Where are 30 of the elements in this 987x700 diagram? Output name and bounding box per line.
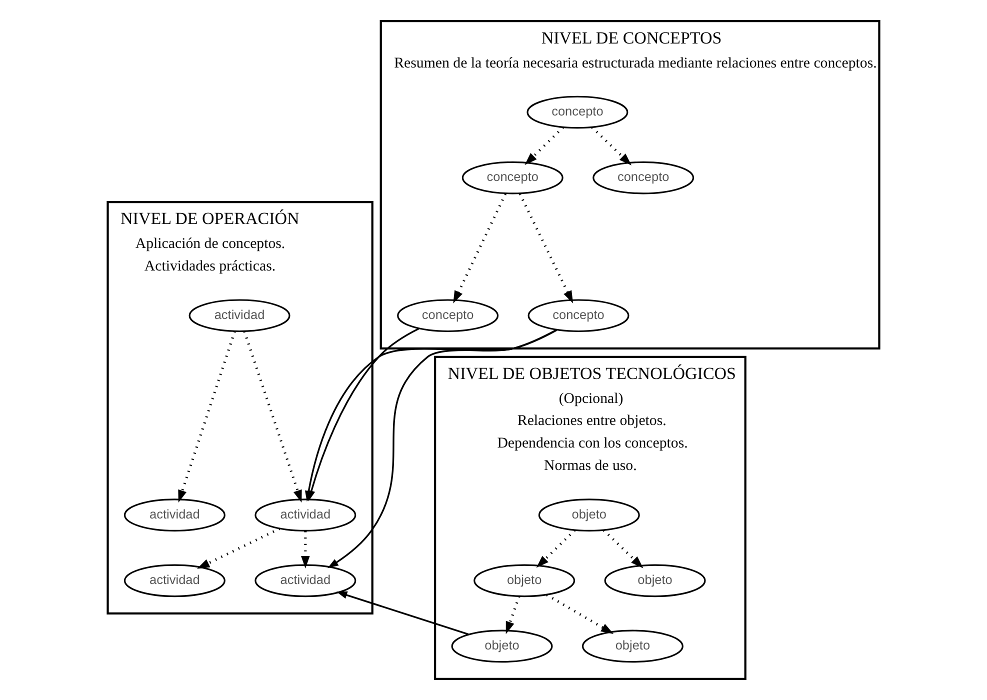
arrow xyxy=(524,126,564,165)
node-ellipse: objeto xyxy=(538,498,640,532)
arrow xyxy=(336,591,469,636)
arrow xyxy=(328,329,557,568)
arrow xyxy=(197,528,280,569)
arrow xyxy=(453,193,507,304)
arrow xyxy=(178,331,236,503)
arrow xyxy=(301,531,310,569)
node-ellipse: concepto xyxy=(526,96,628,129)
node-ellipse: actividad xyxy=(124,498,226,532)
node-ellipse: objeto xyxy=(604,564,706,598)
arrow xyxy=(243,331,302,503)
arrow xyxy=(602,529,644,568)
node-ellipse: objeto xyxy=(582,630,684,663)
node-ellipse: actividad xyxy=(254,498,356,532)
arrow xyxy=(591,126,632,166)
node-ellipse: concepto xyxy=(528,299,630,332)
node-ellipse: concepto xyxy=(397,299,499,332)
arrow xyxy=(546,594,614,634)
node-ellipse: actividad xyxy=(188,299,290,332)
node-ellipse: concepto xyxy=(462,161,564,194)
node-ellipse: objeto xyxy=(451,630,553,663)
arrow xyxy=(308,328,420,502)
node-ellipse: actividad xyxy=(124,564,226,598)
node-ellipse: actividad xyxy=(254,564,356,598)
arrow xyxy=(536,529,576,568)
node-ellipse: concepto xyxy=(592,161,694,194)
arrow xyxy=(506,596,520,634)
arrow xyxy=(518,193,574,304)
node-ellipse: objeto xyxy=(474,564,576,598)
